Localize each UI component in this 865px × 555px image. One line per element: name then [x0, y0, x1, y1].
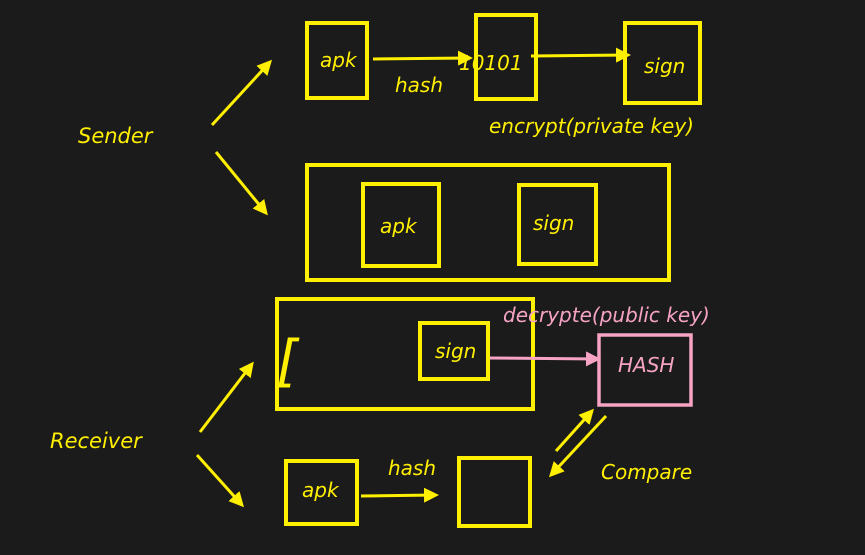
encrypt-label: encrypt(private key) — [489, 114, 694, 138]
decrypt-label: decrypte(public key) — [503, 303, 710, 327]
receiver-apk-label: apk — [302, 478, 340, 502]
receiver-hash-result-box — [457, 456, 532, 528]
sender-package-box — [305, 163, 671, 282]
sender-label: Sender — [78, 124, 154, 148]
receiver-label: Receiver — [50, 429, 143, 453]
sender-arrow-down — [214, 151, 268, 216]
digest-label: 10101 — [459, 51, 523, 75]
compare-arrow-down — [548, 414, 608, 478]
sign-label: sign — [644, 54, 685, 78]
hash-arrow — [372, 50, 473, 66]
package-sign-label: sign — [533, 211, 574, 235]
hash-result-label: HASH — [618, 353, 674, 377]
compare-label: Compare — [601, 460, 692, 484]
decrypt-arrow — [489, 351, 601, 367]
package-apk-label: apk — [380, 214, 418, 238]
package-apk-box — [361, 182, 441, 268]
receiver-arrow-up — [198, 361, 254, 433]
receiver-hash-label: hash — [388, 456, 436, 480]
receiver-sign-box — [418, 321, 490, 381]
receiver-hash-arrow — [360, 487, 439, 503]
sign-arrow — [530, 47, 631, 63]
apk-label: apk — [320, 48, 358, 72]
sender-arrow-up — [210, 59, 273, 127]
receiver-apk-box — [284, 459, 359, 526]
sign-box — [623, 21, 702, 105]
apk-box — [305, 21, 369, 100]
hash-label: hash — [395, 73, 443, 97]
receiver-arrow-down — [195, 453, 245, 508]
receiver-package-box — [275, 297, 535, 411]
compare-arrow-up — [554, 408, 595, 453]
bracket-mark: [ — [276, 329, 300, 394]
receiver-sign-label: sign — [435, 339, 476, 363]
package-sign-box — [517, 183, 598, 266]
hash-result-box — [597, 333, 693, 407]
